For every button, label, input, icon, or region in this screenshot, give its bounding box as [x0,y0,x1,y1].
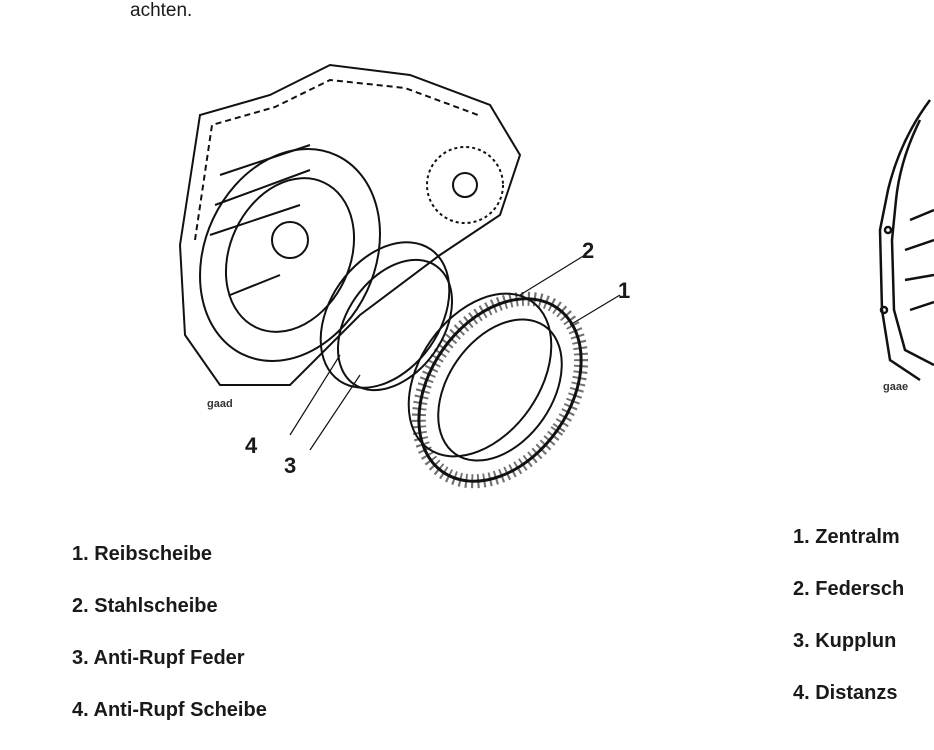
legend-item: 2. Federsch [793,578,905,600]
callout-4: 4 [245,433,258,458]
legend-item: 2. Stahlscheibe [72,595,218,617]
legend-item: 3. Kupplun [793,630,897,652]
clutch-exploded-illustration [178,63,621,489]
callout-2: 2 [582,238,595,263]
clutch-assembly-illustration [878,99,934,382]
figure-code: gaad [207,398,233,410]
legend-item: 4. Anti-Rupf Scheibe [72,699,267,721]
intro-text: achten. [130,0,193,21]
legend-item: 1. Reibscheibe [72,543,213,565]
legend-item: 3. Anti-Rupf Feder [72,647,245,669]
callout-3: 3 [284,453,297,478]
legend-item: 1. Zentralm [793,526,900,548]
legend-item: 4. Distanzs [793,682,898,704]
figure-code: gaae [883,381,909,393]
callout-1: 1 [618,278,631,303]
